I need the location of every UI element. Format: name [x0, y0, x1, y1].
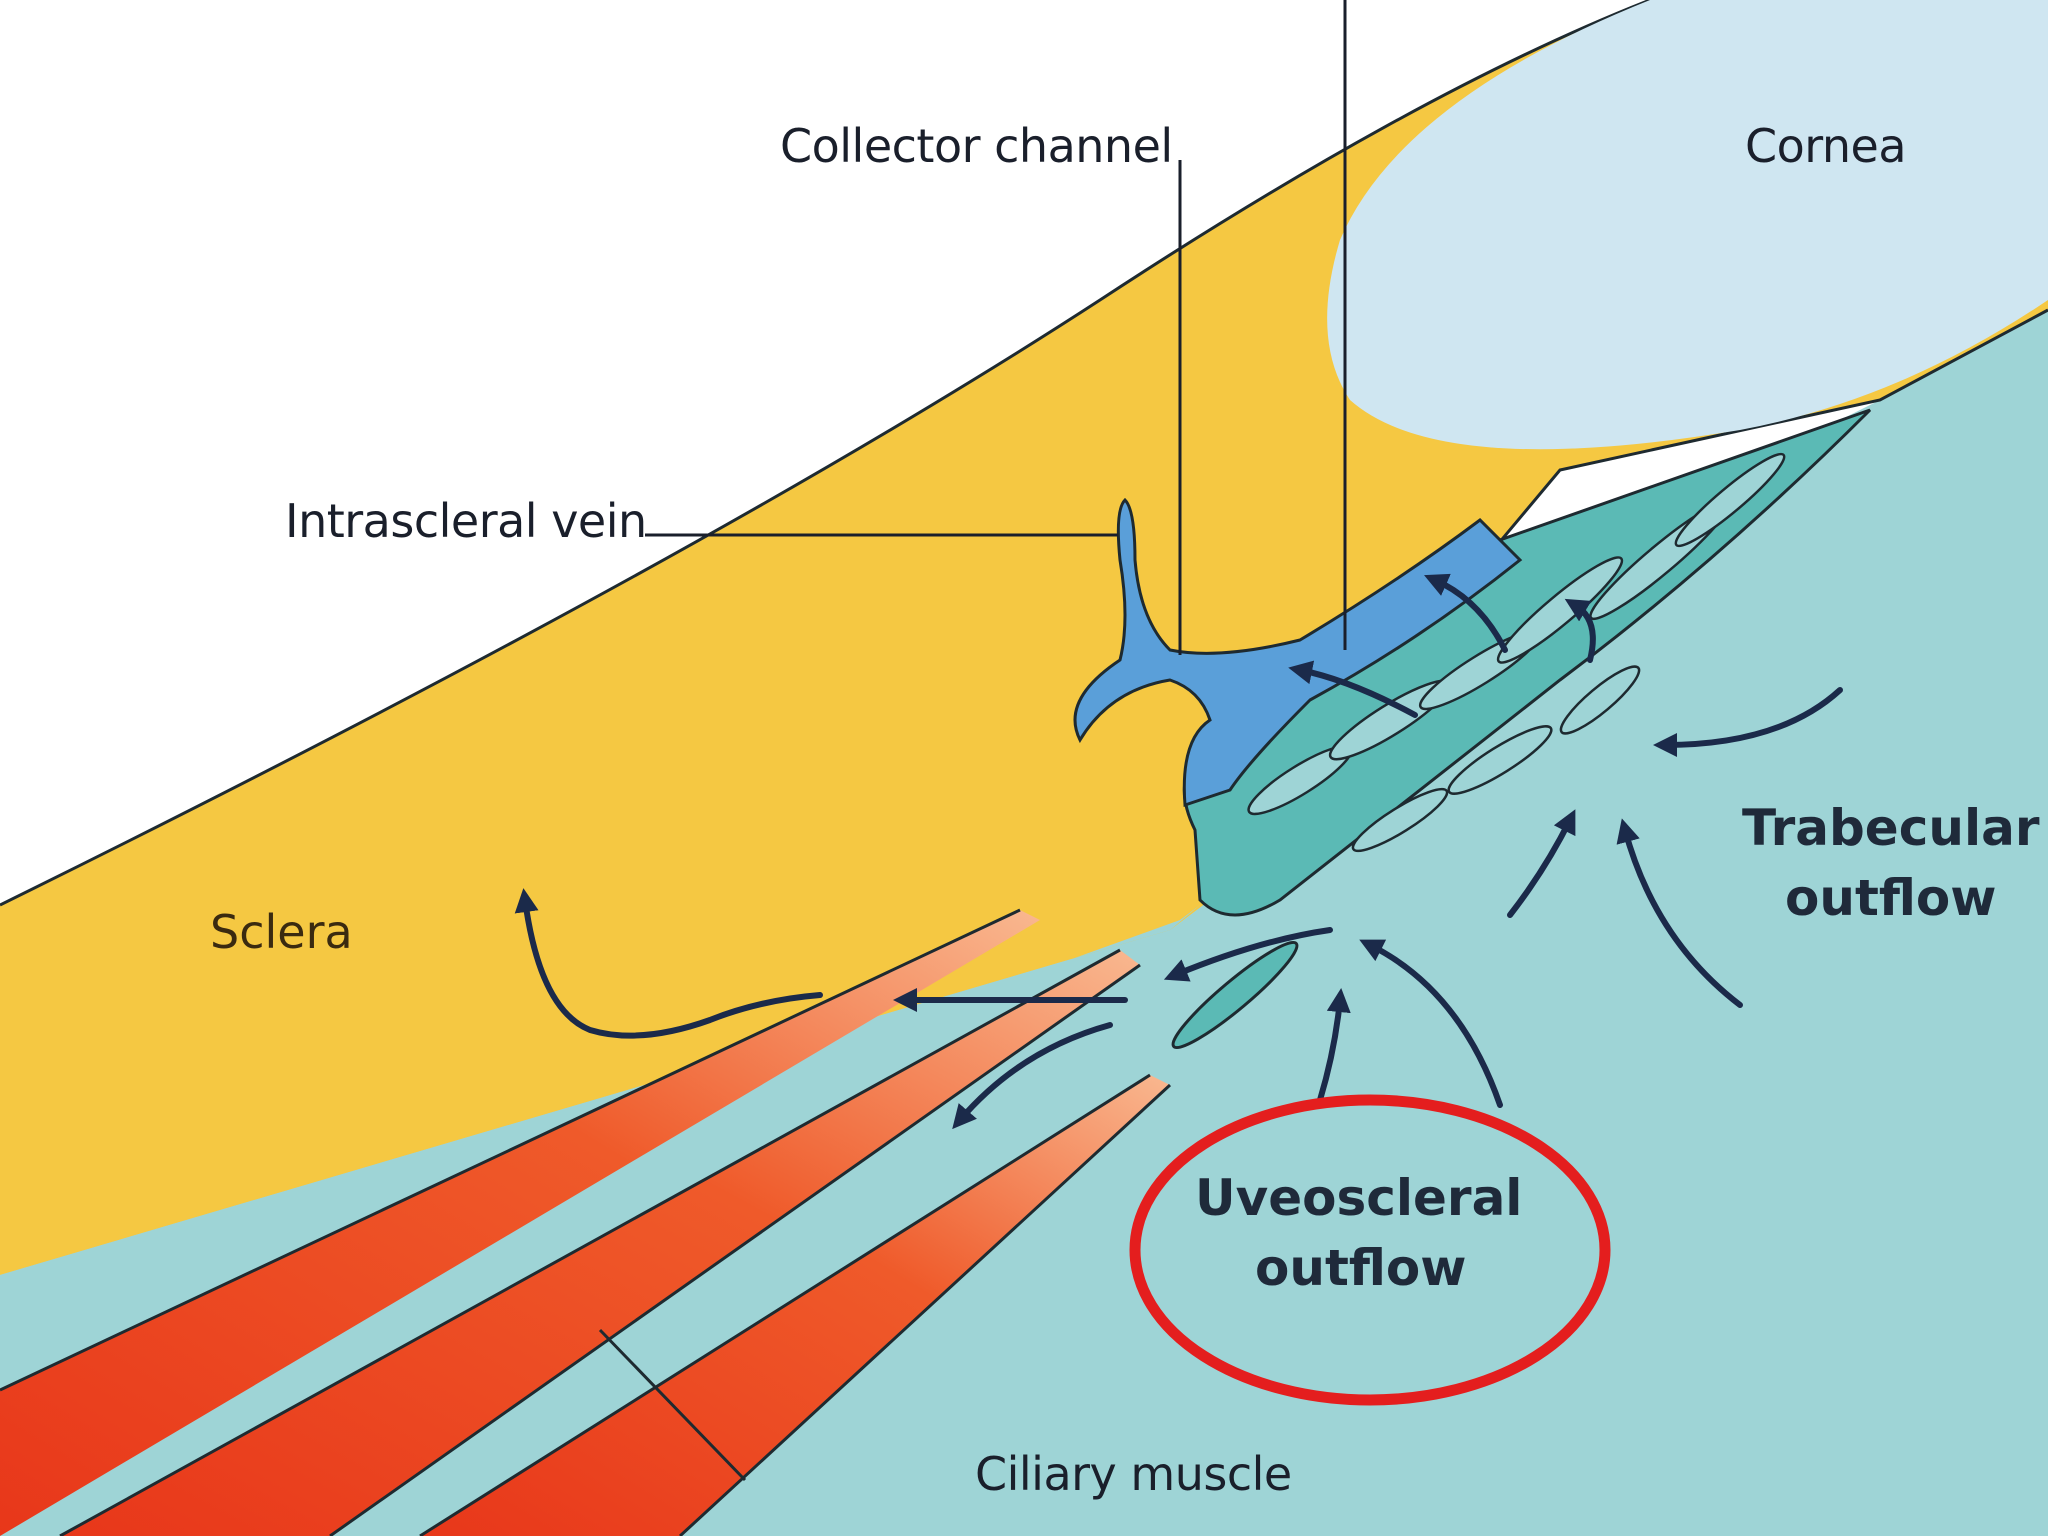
label-sclera: Sclera [210, 905, 353, 959]
label-uveoscleral-line2: outflow [1255, 1239, 1466, 1297]
label-collector-channel: Collector channel [780, 119, 1173, 173]
label-cornea: Cornea [1745, 119, 1906, 173]
label-intrascleral-vein: Intrascleral vein [285, 494, 647, 548]
label-trabecular-line1: Trabecular [1742, 799, 2040, 857]
label-ciliary-muscle: Ciliary muscle [975, 1447, 1292, 1501]
label-uveoscleral-line1: Uveoscleral [1195, 1169, 1522, 1227]
label-trabecular-line2: outflow [1785, 869, 1996, 927]
